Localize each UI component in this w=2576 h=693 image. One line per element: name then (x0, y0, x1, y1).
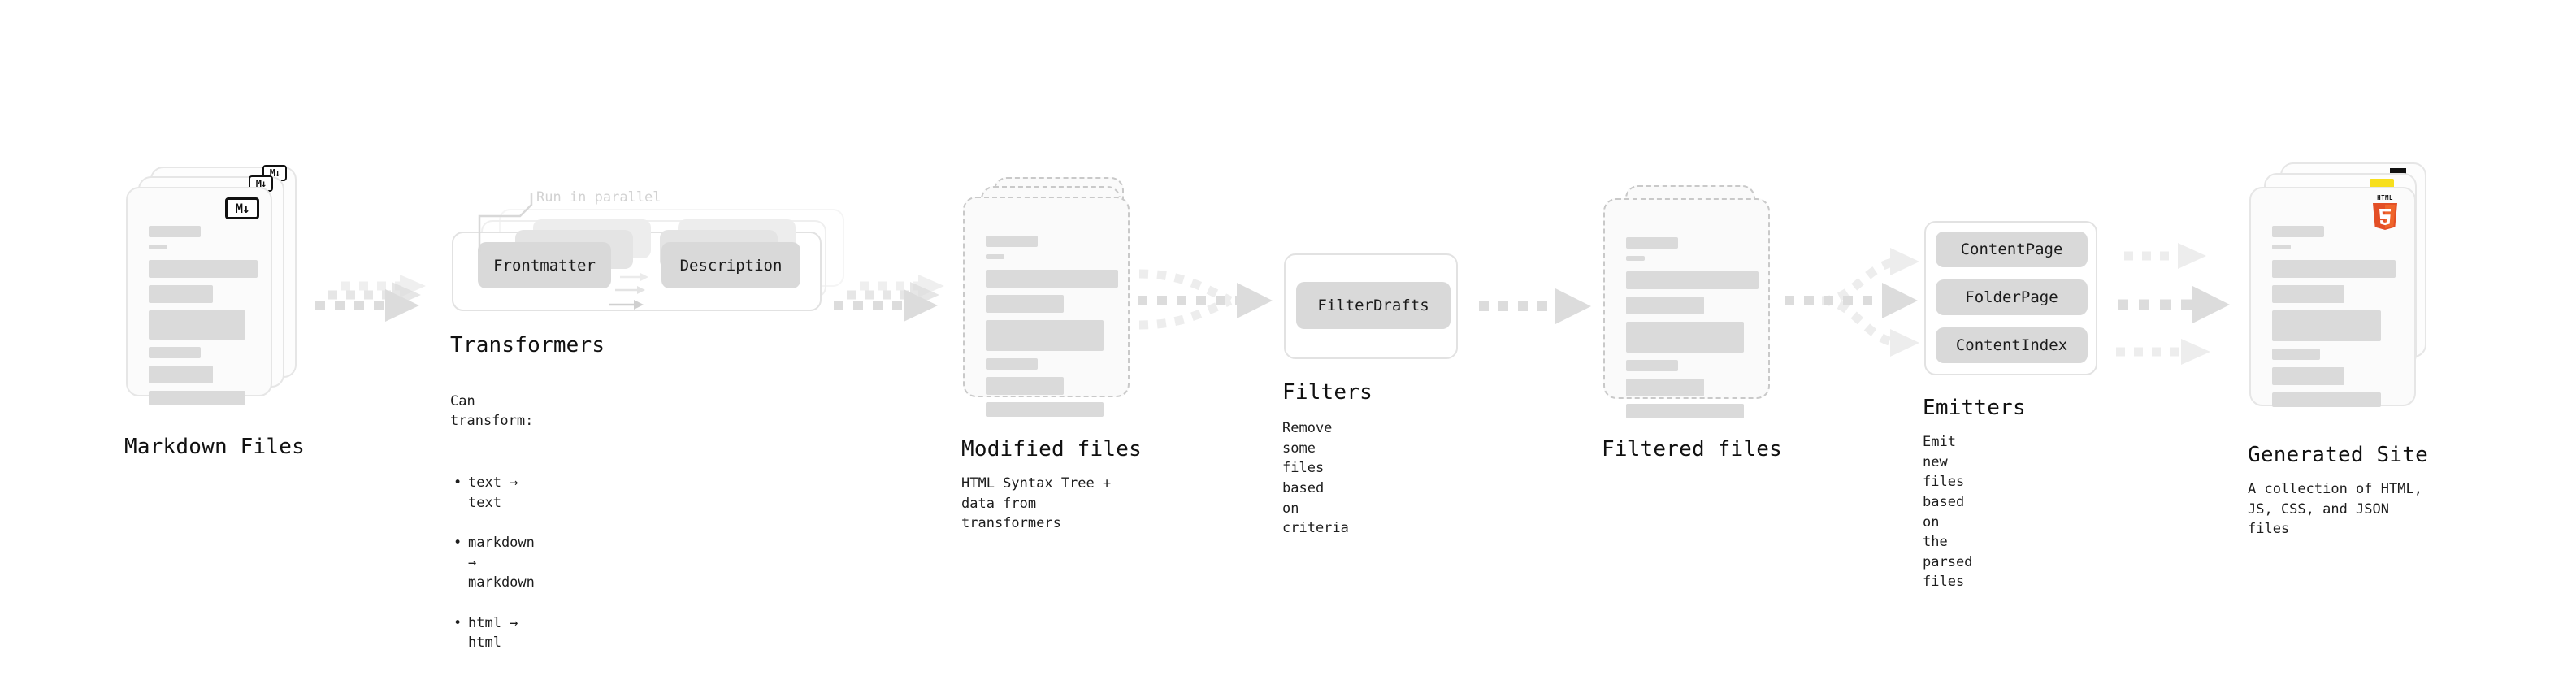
modified-card-front (963, 197, 1130, 417)
markdown-badge-text: M↓ (255, 178, 267, 189)
stage-generated-site: HTML Generated Sit (2248, 162, 2436, 537)
transformers-desc-lead: Can transform: (450, 392, 534, 430)
doc-line (986, 377, 1064, 395)
transformer-chip-label: Description (679, 256, 783, 275)
stage-title-markdown-files: Markdown Files (124, 435, 305, 459)
doc-line (2272, 245, 2291, 249)
stage-desc-filters: Remove some files based on criteria (1282, 420, 1349, 537)
transformers-bullet: markdown → markdown (453, 533, 535, 593)
emitter-chip-folderpage[interactable]: FolderPage (1936, 279, 2088, 315)
markdown-card-front: M↓ (126, 187, 272, 405)
generated-card-html: HTML (2249, 187, 2416, 407)
arrow-filters-to-filtered-files (1479, 288, 1591, 324)
modified-file-stack (963, 177, 1142, 421)
arrow-modified-files-to-filters (1138, 269, 1273, 330)
transformer-chip-frontmatter[interactable]: Frontmatter (478, 242, 611, 288)
transformers-bullet: text → text (453, 473, 535, 513)
emitter-chip-label: FolderPage (1965, 288, 2058, 306)
arrow-filtered-files-to-emitters (1785, 248, 1919, 357)
run-in-parallel-note: Run in parallel (536, 189, 661, 206)
arrow-emitters-to-generated-site (2116, 243, 2230, 365)
doc-line (1626, 360, 1678, 371)
stage-title-generated-site: Generated Site (2248, 443, 2428, 467)
doc-line (149, 391, 245, 405)
doc-line (986, 358, 1038, 370)
doc-line (2272, 367, 2344, 385)
doc-line (2272, 260, 2396, 278)
document-placeholder-lines (149, 226, 258, 413)
transformers-bullet-list: text → text markdown → markdown html → h… (450, 453, 535, 674)
doc-line (986, 236, 1038, 247)
emitter-chip-label: ContentIndex (1955, 336, 2068, 354)
doc-line (1626, 256, 1645, 261)
stage-desc-generated-site: A collection of HTML, JS, CSS, and JSON … (2248, 481, 2422, 538)
doc-line (1626, 404, 1744, 418)
doc-line (149, 347, 201, 358)
doc-line (2272, 392, 2381, 407)
generated-file-stack: HTML (2249, 162, 2436, 407)
stage-title-filtered-files: Filtered files (1602, 437, 1782, 461)
arrow-markdown-to-transformers (315, 275, 426, 322)
transformer-chip-label: Frontmatter (493, 256, 596, 275)
doc-line (2272, 226, 2324, 237)
stage-filtered-files: Filtered files (1602, 185, 1782, 461)
doc-line (149, 285, 213, 303)
filter-chip-filterdrafts[interactable]: FilterDrafts (1296, 282, 1451, 329)
html5-icon: HTML (2370, 193, 2400, 231)
stage-desc-transformers: Can transform: text → text markdown → ma… (450, 371, 535, 693)
doc-line (1626, 322, 1744, 353)
emitter-chip-label: ContentPage (1960, 240, 2063, 258)
emitter-chip-contentpage[interactable]: ContentPage (1936, 232, 2088, 267)
doc-line (986, 254, 1004, 259)
stage-modified-files: Modified files HTML Syntax Tree + data f… (961, 177, 1142, 531)
stage-title-filters: Filters (1282, 380, 1373, 405)
doc-line (149, 310, 245, 340)
filter-chip-label: FilterDrafts (1317, 297, 1429, 314)
stage-title-transformers: Transformers (450, 333, 605, 357)
markdown-badge-front: M↓ (225, 197, 259, 219)
filtered-card-front (1603, 198, 1770, 418)
doc-line (1626, 379, 1704, 396)
doc-line (1626, 271, 1759, 289)
doc-line (2272, 310, 2381, 341)
doc-line (149, 366, 213, 383)
stage-desc-emitters: Emit new files based on the parsed files (1923, 434, 1973, 591)
markdown-badge-text: M↓ (269, 167, 280, 179)
doc-line (986, 402, 1104, 417)
doc-line (986, 270, 1118, 288)
transformers-bullet: html → html (453, 613, 535, 653)
markdown-badge-text: M↓ (235, 200, 249, 216)
document-placeholder-lines (2272, 226, 2396, 414)
doc-line (149, 226, 201, 237)
stage-title-emitters: Emitters (1923, 396, 2026, 420)
doc-line (1626, 237, 1678, 249)
document-placeholder-lines (1626, 237, 1759, 426)
doc-line (149, 245, 167, 249)
transformer-chip-description[interactable]: Description (661, 242, 800, 288)
doc-line (986, 320, 1104, 351)
arrow-transformers-to-modified-files (834, 275, 944, 322)
emitter-chip-contentindex[interactable]: ContentIndex (1936, 327, 2088, 363)
doc-line (986, 295, 1064, 313)
doc-line (1626, 297, 1704, 314)
document-placeholder-lines (986, 236, 1118, 424)
stage-markdown-files: M↓ M↓ M↓ (124, 165, 305, 459)
doc-line (2272, 285, 2344, 303)
stage-desc-modified-files: HTML Syntax Tree + data from transformer… (961, 475, 1112, 532)
filtered-file-stack (1603, 185, 1782, 429)
doc-line (2272, 349, 2320, 360)
markdown-file-stack: M↓ M↓ M↓ (126, 165, 305, 410)
stage-title-modified-files: Modified files (961, 437, 1142, 461)
svg-text:HTML: HTML (2377, 194, 2393, 201)
doc-line (149, 260, 258, 278)
